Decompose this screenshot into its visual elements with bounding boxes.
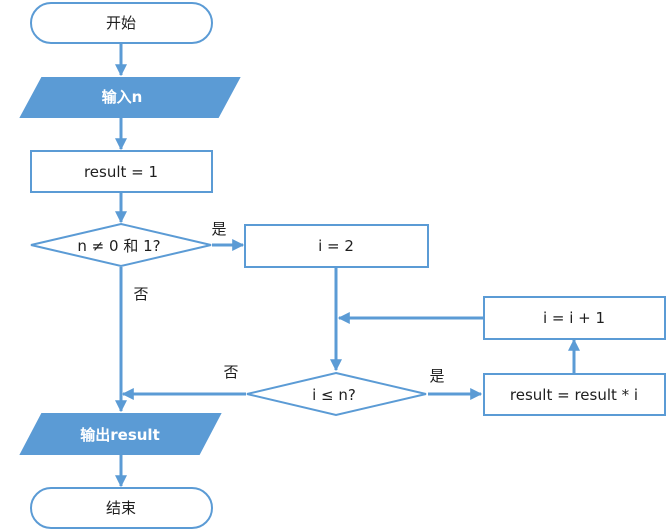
node-check-i-label: i ≤ n? xyxy=(312,386,356,404)
node-init-result: result = 1 xyxy=(30,150,213,193)
node-input: 输入n xyxy=(19,77,241,118)
node-output-label: 输出result xyxy=(80,426,160,444)
edge-label-check-i-no: 否 xyxy=(223,363,238,381)
node-input-label: 输入n xyxy=(102,88,143,106)
node-start-label: 开始 xyxy=(106,14,136,32)
edges xyxy=(115,43,580,488)
node-end-label: 结束 xyxy=(106,499,136,517)
node-check-n: n ≠ 0 和 1? xyxy=(30,222,212,268)
node-check-i: i ≤ n? xyxy=(246,371,427,417)
edge-label-check-n-yes: 是 xyxy=(211,220,226,238)
node-increment: i = i + 1 xyxy=(483,296,666,340)
node-multiply-label: result = result * i xyxy=(510,386,638,404)
edge-label-check-i-yes: 是 xyxy=(429,367,444,385)
node-init-result-label: result = 1 xyxy=(84,163,158,181)
node-output: 输出result xyxy=(19,413,222,455)
node-check-n-label: n ≠ 0 和 1? xyxy=(77,237,160,255)
node-start: 开始 xyxy=(30,2,213,44)
node-increment-label: i = i + 1 xyxy=(543,309,605,327)
node-end: 结束 xyxy=(30,487,213,529)
node-multiply: result = result * i xyxy=(483,373,666,416)
edge-label-check-n-no: 否 xyxy=(133,285,148,303)
node-init-i: i = 2 xyxy=(244,224,429,268)
node-init-i-label: i = 2 xyxy=(318,237,354,255)
